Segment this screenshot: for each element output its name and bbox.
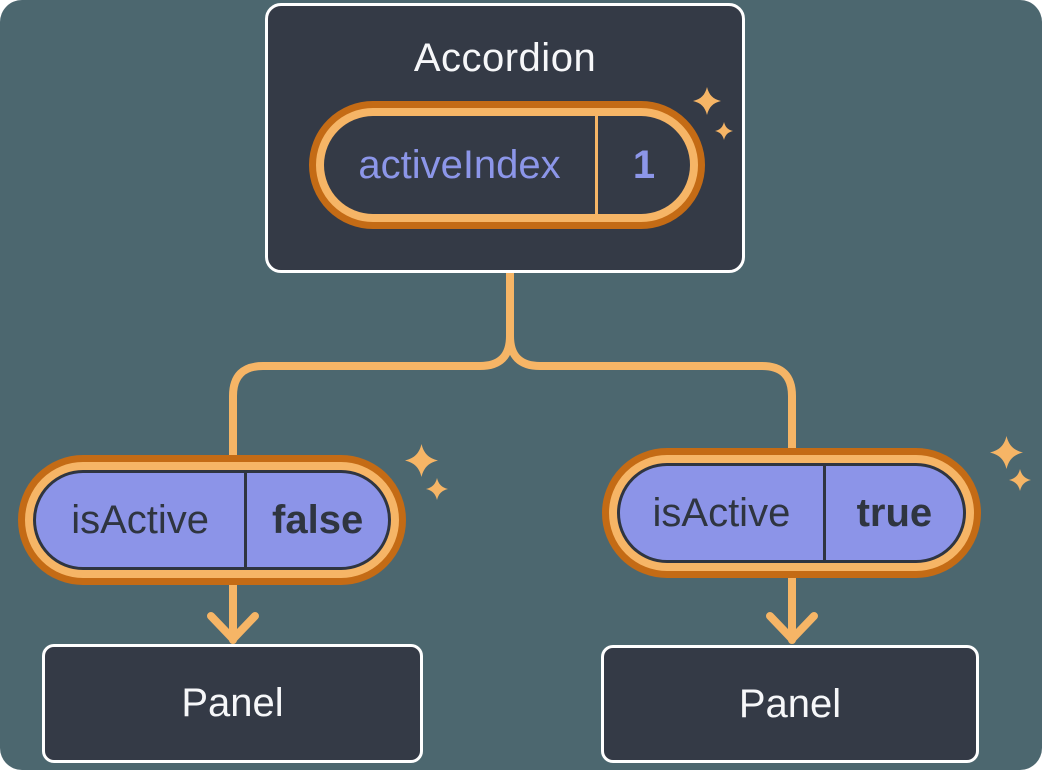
state-value: 1 [632, 142, 656, 187]
connector-right-branch [506, 268, 796, 644]
arrowhead-right-icon [766, 612, 818, 643]
prop-pill-core: isActive true [617, 463, 966, 563]
sparkle-icon [990, 436, 1023, 469]
sparkle-icon [426, 478, 448, 500]
accordion-title: Accordion [413, 36, 597, 80]
pill-divider [822, 466, 826, 560]
prop-value: false [272, 497, 364, 542]
sparkle-icon [715, 122, 733, 140]
prop-pill-core: isActive false [33, 470, 391, 570]
prop-pill-isactive-right: isActive true [602, 448, 981, 578]
state-pill-activeindex: activeIndex 1 [309, 101, 705, 229]
panel-node-left: Panel [42, 644, 423, 763]
pill-divider [595, 116, 598, 214]
panel-label: Panel [181, 681, 284, 725]
panel-node-right: Panel [601, 645, 979, 763]
sparkle-icon [693, 87, 721, 115]
prop-label: isActive [652, 490, 791, 535]
state-pill-core: activeIndex 1 [324, 116, 690, 214]
state-label: activeIndex [358, 142, 561, 187]
prop-label: isActive [71, 497, 209, 542]
prop-value: true [856, 490, 933, 535]
panel-label: Panel [738, 681, 842, 726]
prop-pill-isactive-left: isActive false [18, 455, 406, 585]
pill-divider [244, 473, 248, 567]
accordion-node: Accordion activeIndex 1 [265, 3, 745, 273]
arrowhead-left-icon [207, 612, 259, 643]
sparkle-icon [1009, 469, 1031, 491]
sparkle-icon [405, 444, 438, 477]
